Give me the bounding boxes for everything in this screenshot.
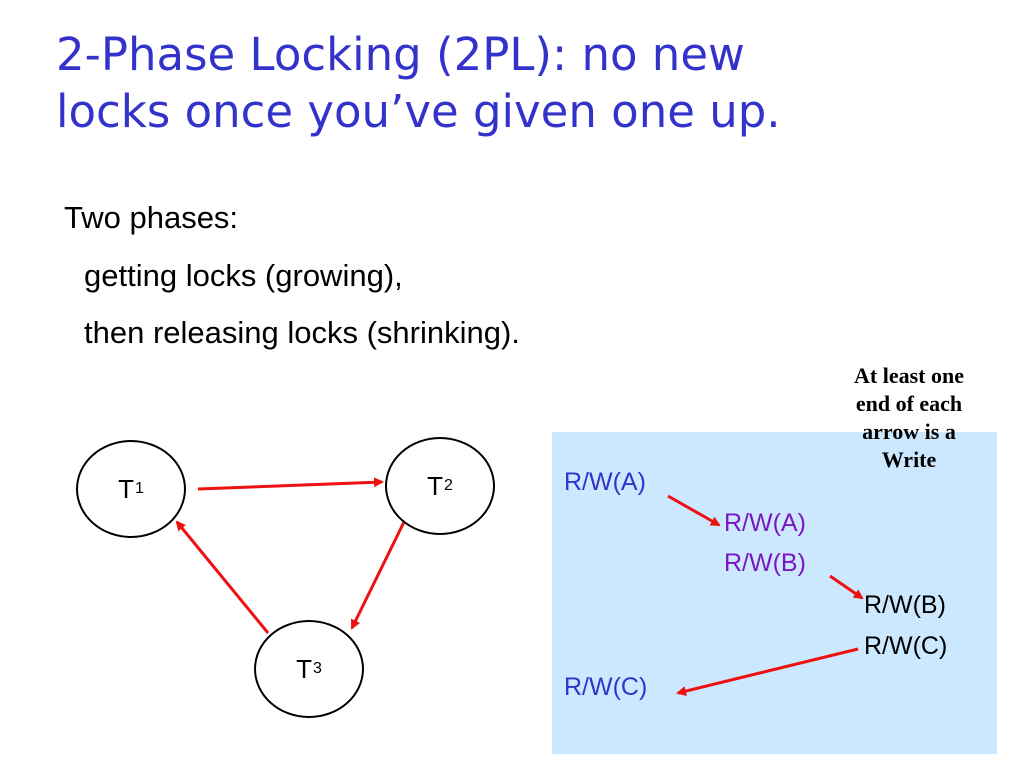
write-note: At least one end of each arrow is a Writ… [826,362,992,474]
title-line-2: locks once you’ve given one up. [56,85,781,138]
edge-t2-t3-arrow [350,521,406,630]
bullet-growing: getting locks (growing), [84,258,403,293]
write-note-line: At least one [854,363,964,388]
t1-op-c: R/W(C) [564,673,648,701]
t3-op-b: R/W(B) [864,591,946,619]
t2-op-b: R/W(B) [724,549,806,577]
schedule-arrow-a [667,494,721,527]
node-t1-label: T [118,473,134,504]
write-note-line: end of each [855,391,963,416]
t2-op-a: R/W(A) [724,509,806,537]
node-t3-subscript: 3 [312,660,322,677]
node-t2-subscript: 2 [443,477,453,494]
node-t3-label: T [296,653,312,684]
slide-title: 2-Phase Locking (2PL): no new locks once… [56,26,976,140]
node-t2-label: T [427,470,443,501]
schedule-arrow-b [829,574,864,600]
edge-t3-t1-arrow [175,520,270,634]
schedule-arrow-c [676,647,859,696]
schedule-box [552,432,997,754]
node-t1-subscript: 1 [134,480,144,497]
write-note-line: Write [881,447,937,472]
t1-op-a: R/W(A) [564,468,646,496]
write-note-line: arrow is a [862,419,956,444]
t3-op-c: R/W(C) [864,632,948,660]
edge-t1-t2-arrow [197,477,384,491]
bullet-heading: Two phases: [64,200,239,235]
title-line-1: 2-Phase Locking (2PL): no new [56,28,745,81]
bullet-shrinking: then releasing locks (shrinking). [84,315,520,350]
